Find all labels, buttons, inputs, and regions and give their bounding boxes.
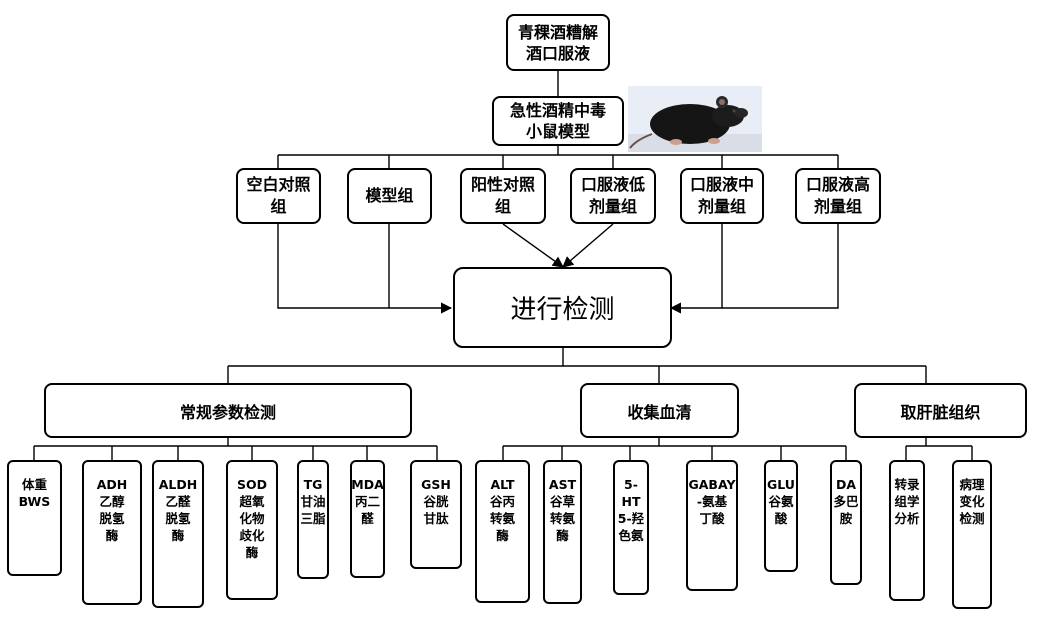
group-label: 口服液高 剂量组 [805,175,870,216]
group-mid-dose: 口服液中 剂量组 [680,168,764,224]
category-liver-tissue: 取肝脏组织 [854,383,1027,438]
leaf-da: DA 多巴 胺 [830,460,862,585]
detect-label: 进行检测 [510,295,615,325]
arrow-mid-dose-to-detect [669,224,723,314]
category-label: 取肝脏组织 [900,402,981,422]
leaf-gsh: GSH 谷胱 甘肽 [410,460,462,569]
leaf-label: MDA 丙二 醛 [351,477,384,526]
leaf-ast: AST 谷草 转氨 酶 [543,460,582,604]
leaf-label: ALT 谷丙 转氨 酶 [489,477,515,543]
leaf-pathology: 病理 变化 检测 [952,460,992,609]
arrow-positive-to-detect [502,223,564,268]
leaf-label: DA 多巴 胺 [833,477,859,526]
group-label: 空白对照 组 [246,175,311,216]
leaf-adh: ADH 乙醇 脱氢 酶 [82,460,142,605]
mouse-photo [628,86,762,152]
leaf-body-weight: 体重 BWS [7,460,62,576]
group-label: 口服液中 剂量组 [689,175,754,216]
leaf-tg: TG 甘油 三脂 [297,460,329,579]
category-serum: 收集血清 [580,383,739,438]
leaf-label: GABAY -氨基 丁酸 [688,477,736,526]
leaf-gaba: GABAY -氨基 丁酸 [686,460,738,591]
barley-liquid-label: 青稞酒糟解 酒口服液 [517,22,598,63]
leaf-label: SOD 超氧 化物 歧化 酶 [236,477,267,560]
leaf-label: GSH 谷胱 甘肽 [421,477,451,526]
leaf-label: ALDH 乙醛 脱氢 酶 [158,477,198,543]
leaf-mda: MDA 丙二 醛 [350,460,385,578]
group-low-dose: 口服液低 剂量组 [570,168,656,224]
leaf-label: TG 甘油 三脂 [300,477,326,526]
leaf-label: 体重 BWS [18,477,51,509]
group-high-dose: 口服液高 剂量组 [795,168,881,224]
leaf-label: 病理 变化 检测 [959,477,985,526]
arrow-blank-to-detect [277,224,453,314]
leaf-transcriptomics: 转录 组学 分析 [889,460,925,601]
group-label: 模型组 [365,186,414,205]
group-model: 模型组 [347,168,432,224]
barley-liquid-box: 青稞酒糟解 酒口服液 [506,14,610,71]
leaf-label: AST 谷草 转氨 酶 [548,477,577,543]
group-blank-control: 空白对照 组 [236,168,321,224]
line-high-dose-to-detect [722,224,839,309]
arrow-low-dose-to-detect [562,223,614,268]
leaf-alt: ALT 谷丙 转氨 酶 [475,460,530,603]
leaf-5ht: 5-HT 5-羟 色氨 [613,460,649,595]
leaf-label: 5-HT 5-羟 色氨 [617,477,645,543]
category-routine-params: 常规参数检测 [44,383,412,438]
group-label: 口服液低 剂量组 [580,175,645,216]
leaf-label: GLU 谷氨 酸 [767,477,795,526]
group-positive-control: 阳性对照 组 [460,168,546,224]
model-box: 急性酒精中毒 小鼠模型 [492,96,624,146]
detect-box: 进行检测 [453,267,672,348]
category-label: 常规参数检测 [179,402,276,422]
model-label: 急性酒精中毒 小鼠模型 [509,101,606,141]
leaf-aldh: ALDH 乙醛 脱氢 酶 [152,460,204,608]
leaf-label: 转录 组学 分析 [894,477,920,526]
leaf-label: ADH 乙醇 脱氢 酶 [96,477,128,543]
group-label: 阳性对照 组 [470,175,535,216]
category-label: 收集血清 [627,402,692,422]
leaf-glu: GLU 谷氨 酸 [764,460,798,572]
leaf-sod: SOD 超氧 化物 歧化 酶 [226,460,278,600]
